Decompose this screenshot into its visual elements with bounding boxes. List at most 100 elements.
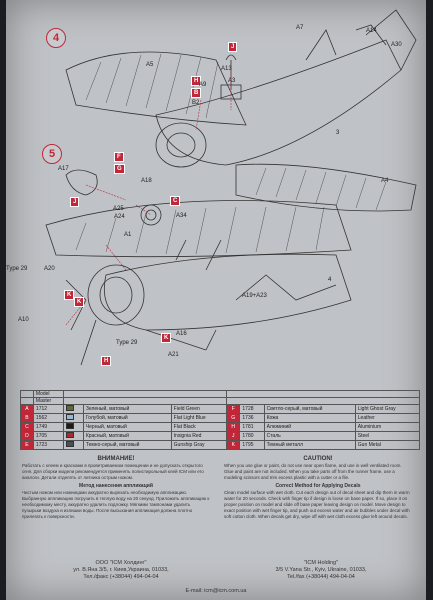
decal-text-ru: Чистым ножом или ножницами аккуратно выр… — [22, 490, 210, 519]
legend-name-ru: Алюминий — [263, 422, 356, 432]
part-label: 4 — [328, 277, 332, 283]
legend-name-ru: Светло-серый, матовый — [263, 404, 356, 414]
part-label: A25 — [113, 206, 124, 212]
part-label: A30 — [391, 42, 402, 48]
legend-name-en: Gun Metal — [354, 440, 421, 450]
legend-name-ru: Зеленый, матовый — [82, 404, 172, 414]
paint-callout-tag: H — [101, 356, 112, 366]
legend-swatch — [63, 422, 84, 432]
part-label: Type 29 — [6, 266, 28, 272]
legend-code: F — [226, 404, 241, 414]
paint-callout-tag: F — [114, 152, 124, 162]
fuselage-5 — [104, 253, 352, 331]
lower-wing-4 — [235, 163, 417, 212]
part-label: A19+A23 — [242, 293, 267, 299]
part-label: A1 — [124, 232, 132, 238]
paint-callout-tag: H — [191, 76, 202, 86]
legend-name-ru: Голубой, матовый — [82, 413, 172, 423]
paint-callout-tag: K — [64, 290, 75, 300]
legend-name-ru: Кожа — [263, 413, 356, 423]
instruction-sheet: 4 5 J F G C H K J K H K B A7 A14 A30 A5 … — [6, 0, 426, 600]
legend-master-number: 1795 — [239, 440, 265, 450]
legend-name-ru: Сталь — [263, 431, 356, 441]
phone-ru: Тел./факс (+38044) 494-04-04 — [83, 574, 159, 580]
legend-name-ru: Красный, матовый — [82, 431, 172, 441]
legend-master-number: 1562 — [32, 413, 65, 423]
paint-callout-tag: G — [114, 164, 125, 174]
assembly-drawing — [45, 9, 417, 366]
legend-swatch — [63, 440, 84, 450]
decal-title-ru: Метод нанесения аппликаций — [79, 483, 153, 489]
legend-name-en: Field Green — [170, 404, 228, 414]
decal-title-en: Correct Method for Applying Decals — [275, 483, 361, 489]
part-label: 3 — [336, 130, 340, 136]
legend-header-code — [20, 390, 34, 398]
legend-name-ru: Черный, матовый — [82, 422, 172, 432]
paint-callout-tag: C — [170, 196, 181, 206]
legend-header-master: Master — [32, 397, 65, 405]
part-label: A34 — [176, 213, 187, 219]
part-label: A9 — [199, 82, 207, 88]
legend-swatch — [63, 404, 84, 414]
legend-master-number: 1736 — [239, 413, 265, 423]
upper-wing-ribs — [85, 53, 219, 119]
legend-code: E — [20, 440, 34, 450]
paint-callout-tag: J — [70, 197, 80, 207]
footer-ru: ООО "ICM Холдинг" ул. В.Яна 3/5, г. Киев… — [36, 560, 206, 581]
legend-code: G — [226, 413, 241, 423]
part-label: B2 — [192, 100, 200, 106]
paint-callout-tag: J — [228, 42, 238, 52]
legend-name-en: Gunship Gray — [170, 440, 228, 450]
legend-name-en: Steel — [354, 431, 421, 441]
notes-english: CAUTION! When you use glue or paint, do … — [224, 456, 412, 520]
legend-code: A — [20, 404, 34, 414]
legend-name-en: Light Ghost Gray — [354, 404, 421, 414]
decal-text-en: Clean model surface with wet cloth. Cut … — [224, 490, 410, 519]
color-swatch — [66, 414, 75, 420]
caution-title-en: CAUTION! — [303, 456, 333, 462]
notes-russian: ВНИМАНИЕ! Работать с клеем и красками в … — [22, 456, 210, 520]
paint-callout-tag: B — [191, 88, 202, 98]
legend-master-number: 1723 — [32, 440, 65, 450]
legend-name-en: Leather — [354, 413, 421, 423]
part-label: Type 29 — [116, 340, 138, 346]
legend-code: D — [20, 431, 34, 441]
caution-title-ru: ВНИМАНИЕ! — [97, 456, 135, 462]
color-swatch — [66, 441, 75, 447]
engine-cowl-4 — [155, 122, 207, 168]
company-en: "ICM Holding" — [303, 560, 339, 566]
footer-email: E-mail: icm@icm.com.ua — [185, 588, 247, 594]
part-label: A4 — [381, 178, 389, 184]
legend-code: J — [226, 431, 241, 441]
part-label: A10 — [18, 317, 29, 323]
part-label: A5 — [146, 62, 154, 68]
phone-en: Tel./fax (+38044) 494-04-04 — [287, 574, 355, 580]
paint-callout-tag: K — [161, 333, 172, 343]
legend-master-number: 1749 — [32, 422, 65, 432]
caution-text-en: When you use glue or paint, do not use n… — [224, 463, 402, 480]
step-number-4: 4 — [46, 28, 66, 48]
legend-swatch — [63, 431, 84, 441]
fuselage-4 — [155, 39, 402, 166]
legend-name-en: Aluminium — [354, 422, 421, 432]
part-label: A7 — [296, 25, 304, 31]
caution-text-ru: Работать с клеем и красками в проветрива… — [22, 463, 204, 480]
legend-name-en: Flat Black — [170, 422, 228, 432]
part-label: A18 — [141, 178, 152, 184]
legend-master-number: 1728 — [239, 404, 265, 414]
legend-swatch — [63, 413, 84, 423]
legend-name-en: Insignia Red — [170, 431, 228, 441]
engine-cowl-5 — [87, 264, 145, 326]
legend-master-number: 1705 — [32, 431, 65, 441]
legend-code: K — [226, 440, 241, 450]
legend-code: H — [226, 422, 241, 432]
legend-master-number: 1781 — [239, 422, 265, 432]
upper-wing-outline — [65, 51, 247, 126]
legend-code: C — [20, 422, 34, 432]
address-ru: ул. В.Яна 3/5, г. Киев,Украина, 01033, — [73, 567, 169, 573]
legend-name-ru: Темный металл — [263, 440, 356, 450]
